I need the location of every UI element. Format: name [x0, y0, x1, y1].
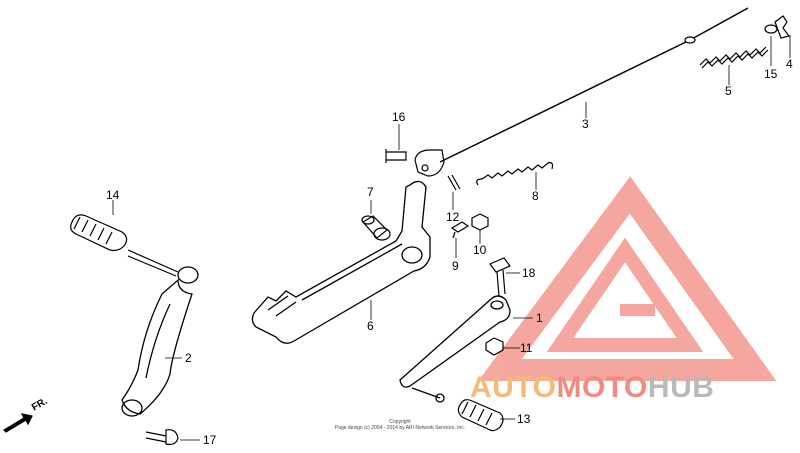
pedal-cushion: [361, 215, 391, 241]
brake-rod: [439, 7, 749, 163]
callout-4: 4: [786, 57, 793, 71]
copyright-line-2: Page design (c) 2004 - 2014 by ARI Netwo…: [334, 425, 466, 431]
watermark-logo: [478, 176, 777, 381]
callout-16: 16: [392, 110, 406, 124]
watermark-moto: MOTO: [556, 371, 648, 404]
callout-17: 17: [203, 433, 217, 447]
flange-nut: [485, 337, 504, 356]
cotter-pin: [447, 174, 461, 191]
callout-3: 3: [582, 117, 589, 131]
callout-5: 5: [725, 84, 732, 98]
wing-nut: [774, 15, 791, 39]
copyright-line-1: Copyright: [389, 419, 411, 425]
step-arm: [399, 295, 511, 403]
watermark-text: AUTOMOTOHUB: [470, 371, 714, 405]
brake-pedal: [251, 180, 431, 344]
callout-12: 12: [446, 210, 460, 224]
footpeg-rubber-left: [70, 214, 179, 277]
watermark-auto: AUTO: [470, 371, 557, 404]
rod-joint: [414, 149, 445, 177]
flange-bolt: [489, 257, 511, 297]
joint-pin: [385, 149, 407, 163]
callout-8: 8: [532, 189, 539, 203]
kick-arm: [121, 266, 199, 417]
callout-11: 11: [520, 341, 533, 355]
footpeg-rubber-right: [457, 399, 504, 432]
collar: [764, 24, 778, 34]
callout-13: 13: [517, 412, 531, 426]
callout-18: 18: [522, 266, 536, 280]
copyright-notice: Copyright Page design (c) 2004 - 2014 by…: [300, 419, 500, 431]
callout-9: 9: [452, 259, 459, 273]
small-bolt: [450, 221, 470, 239]
callout-1: 1: [536, 311, 543, 325]
callout-10: 10: [473, 243, 487, 257]
callout-6: 6: [367, 319, 374, 333]
callout-14: 14: [106, 188, 120, 202]
kick-bolt: [145, 429, 179, 445]
callout-2: 2: [185, 351, 192, 365]
brake-spring: [476, 162, 554, 186]
callout-7: 7: [367, 185, 374, 199]
front-arrow: [3, 413, 33, 433]
callout-15: 15: [764, 67, 778, 81]
watermark-hub: HUB: [647, 371, 715, 404]
adjuster-spring: [699, 46, 769, 69]
hex-nut: [471, 213, 489, 231]
